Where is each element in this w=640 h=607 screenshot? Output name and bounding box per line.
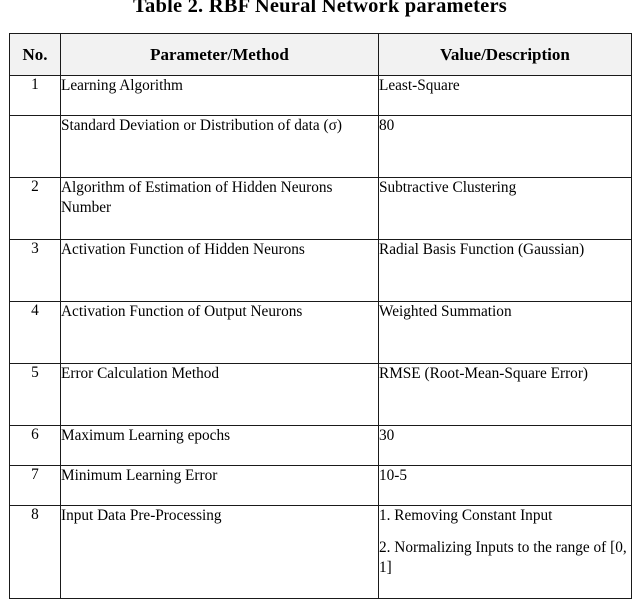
row-number: 4 [9,301,61,364]
column-header-no: No. [9,33,61,76]
row-value: Weighted Summation [378,301,632,364]
row-value: 1. Removing Constant Input 2. Normalizin… [378,505,632,599]
value-line: 2. Normalizing Inputs to the range of [0… [379,538,627,576]
table-row: 3 Activation Function of Hidden Neurons … [9,239,632,302]
row-number: 1 [9,75,61,116]
table-row: 6 Maximum Learning epochs 30 [9,425,632,466]
row-parameter: Learning Algorithm [60,75,379,116]
row-number [9,115,61,178]
table-row: 4 Activation Function of Output Neurons … [9,301,632,364]
value-line: RMSE (Root-Mean-Square Error) [379,365,589,382]
row-value: RMSE (Root-Mean-Square Error) [378,363,632,426]
row-number: 3 [9,239,61,302]
row-parameter: Algorithm of Estimation of Hidden Neuron… [60,177,379,240]
table-row: Standard Deviation or Distribution of da… [9,115,632,178]
value-line: Subtractive Clustering [379,179,517,196]
row-value: 10-5 [378,465,632,506]
value-line: Weighted Summation [379,303,512,320]
table-body: 1 Learning Algorithm Least-Square Standa… [9,75,632,599]
row-parameter: Input Data Pre-Processing [60,505,379,599]
table-row: 2 Algorithm of Estimation of Hidden Neur… [9,177,632,240]
table-header-row: No. Parameter/Method Value/Description [9,33,632,76]
table-header: No. Parameter/Method Value/Description [9,33,632,76]
row-parameter: Error Calculation Method [60,363,379,426]
value-line: 1. Removing Constant Input [379,507,553,524]
table-container: No. Parameter/Method Value/Description 1… [9,33,632,599]
row-parameter: Activation Function of Output Neurons [60,301,379,364]
row-value: Least-Square [378,75,632,116]
row-value: Subtractive Clustering [378,177,632,240]
row-parameter: Minimum Learning Error [60,465,379,506]
row-value: 80 [378,115,632,178]
rbf-parameters-table: No. Parameter/Method Value/Description 1… [9,33,632,599]
value-line: 80 [379,117,395,134]
table-row: 8 Input Data Pre-Processing 1. Removing … [9,505,632,599]
table-row: 5 Error Calculation Method RMSE (Root-Me… [9,363,632,426]
table-caption: Table 2. RBF Neural Network parameters [133,0,507,17]
value-line: 30 [379,427,395,444]
row-number: 7 [9,465,61,506]
row-value: Radial Basis Function (Gaussian) [378,239,632,302]
value-line: Radial Basis Function (Gaussian) [379,241,585,258]
row-number: 8 [9,505,61,599]
table-row: 1 Learning Algorithm Least-Square [9,75,632,116]
row-value: 30 [378,425,632,466]
row-number: 6 [9,425,61,466]
value-line: Least-Square [379,77,460,94]
row-number: 2 [9,177,61,240]
row-parameter: Maximum Learning epochs [60,425,379,466]
column-header-parameter: Parameter/Method [60,33,379,76]
row-parameter: Standard Deviation or Distribution of da… [60,115,379,178]
column-header-value: Value/Description [378,33,632,76]
row-number: 5 [9,363,61,426]
value-line: 10-5 [379,467,408,484]
table-row: 7 Minimum Learning Error 10-5 [9,465,632,506]
row-parameter: Activation Function of Hidden Neurons [60,239,379,302]
